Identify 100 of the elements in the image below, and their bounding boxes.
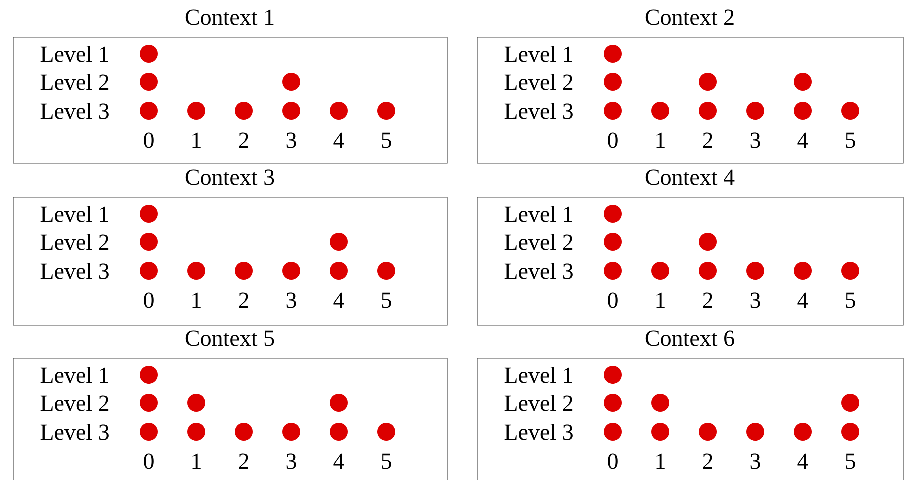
column-number: 2: [239, 454, 248, 469]
column-number: 0: [608, 454, 618, 470]
column-number: 3: [750, 454, 760, 470]
level-label: Level 2: [504, 234, 573, 250]
dot: [140, 45, 158, 63]
level-label: Level 1: [504, 367, 572, 384]
column-number: 1: [192, 292, 201, 308]
dot: [842, 423, 860, 441]
column-number: 4: [334, 454, 344, 469]
column-number: 3: [750, 132, 760, 148]
level-label: Level 3: [40, 424, 109, 440]
dot: [604, 423, 622, 441]
dot: [699, 233, 717, 251]
column-number: 1: [192, 132, 201, 148]
level-label: Level 3: [504, 424, 573, 440]
level-label: Level 3: [504, 263, 573, 280]
dot: [330, 423, 348, 441]
column-number: 5: [846, 292, 856, 308]
dot: [842, 262, 860, 280]
dot: [746, 262, 764, 280]
level-label: Level 3: [40, 103, 109, 120]
level-label: Level 3: [504, 103, 573, 120]
panel-title: Context 4: [646, 170, 735, 186]
level-label: Level 2: [40, 234, 109, 250]
level-label: Level 2: [40, 74, 109, 90]
dot: [140, 366, 158, 384]
dot: [330, 262, 348, 280]
level-label: Level 2: [504, 74, 573, 90]
dot: [604, 45, 622, 63]
dot: [794, 262, 812, 280]
level-label: Level 1: [40, 367, 108, 384]
dot: [235, 423, 253, 441]
dot: [282, 423, 300, 441]
column-number: 3: [286, 132, 296, 148]
dot: [699, 262, 717, 280]
dot: [140, 394, 158, 412]
dot: [699, 423, 717, 441]
dot: [746, 102, 764, 120]
dot: [140, 73, 158, 91]
column-number: 1: [656, 132, 665, 148]
level-label: Level 1: [504, 46, 572, 62]
dot: [604, 205, 622, 223]
dot: [378, 262, 396, 280]
level-label: Level 3: [40, 263, 109, 280]
column-number: 5: [382, 132, 392, 148]
dot: [140, 205, 158, 223]
column-number: 4: [334, 132, 344, 148]
dot: [699, 73, 717, 91]
dot: [188, 102, 206, 120]
column-number: 4: [798, 292, 808, 308]
panel-title: Context 1: [186, 10, 274, 26]
dot: [842, 102, 860, 120]
level-label: Level 1: [40, 206, 108, 222]
dot: [699, 102, 717, 120]
dot: [282, 262, 300, 280]
column-number: 1: [656, 454, 665, 469]
panel-title: Context 2: [646, 10, 734, 26]
column-number: 4: [798, 454, 808, 469]
dot: [140, 262, 158, 280]
column-number: 2: [239, 292, 248, 308]
dot: [282, 102, 300, 120]
dot: [652, 394, 670, 412]
dot: [235, 102, 253, 120]
dot: [140, 423, 158, 441]
column-number: 1: [656, 292, 665, 308]
column-number: 3: [750, 292, 760, 308]
dot: [330, 102, 348, 120]
column-number: 5: [382, 292, 392, 308]
dot: [794, 423, 812, 441]
column-number: 5: [846, 454, 856, 470]
dot: [282, 73, 300, 91]
dot: [188, 394, 206, 412]
dot: [652, 423, 670, 441]
dot: [652, 262, 670, 280]
dot: [604, 233, 622, 251]
column-number: 0: [608, 292, 618, 308]
dot: [794, 73, 812, 91]
dot: [794, 102, 812, 120]
column-number: 0: [608, 132, 618, 148]
dot: [842, 394, 860, 412]
dot: [140, 233, 158, 251]
dot: [604, 102, 622, 120]
panel-title: Context 3: [186, 170, 274, 186]
dot: [604, 73, 622, 91]
dot: [188, 423, 206, 441]
column-number: 4: [334, 292, 344, 308]
column-number: 2: [703, 132, 712, 148]
dot: [188, 262, 206, 280]
level-label: Level 2: [504, 395, 573, 412]
column-number: 2: [239, 132, 248, 148]
dot: [604, 394, 622, 412]
column-number: 5: [382, 454, 392, 470]
panel-title: Context 6: [646, 330, 734, 346]
column-number: 2: [703, 454, 712, 469]
dot: [378, 102, 396, 120]
column-number: 1: [192, 454, 201, 469]
dot: [604, 366, 622, 384]
panel-title: Context 5: [186, 330, 274, 346]
column-number: 2: [703, 292, 712, 308]
dot: [652, 102, 670, 120]
